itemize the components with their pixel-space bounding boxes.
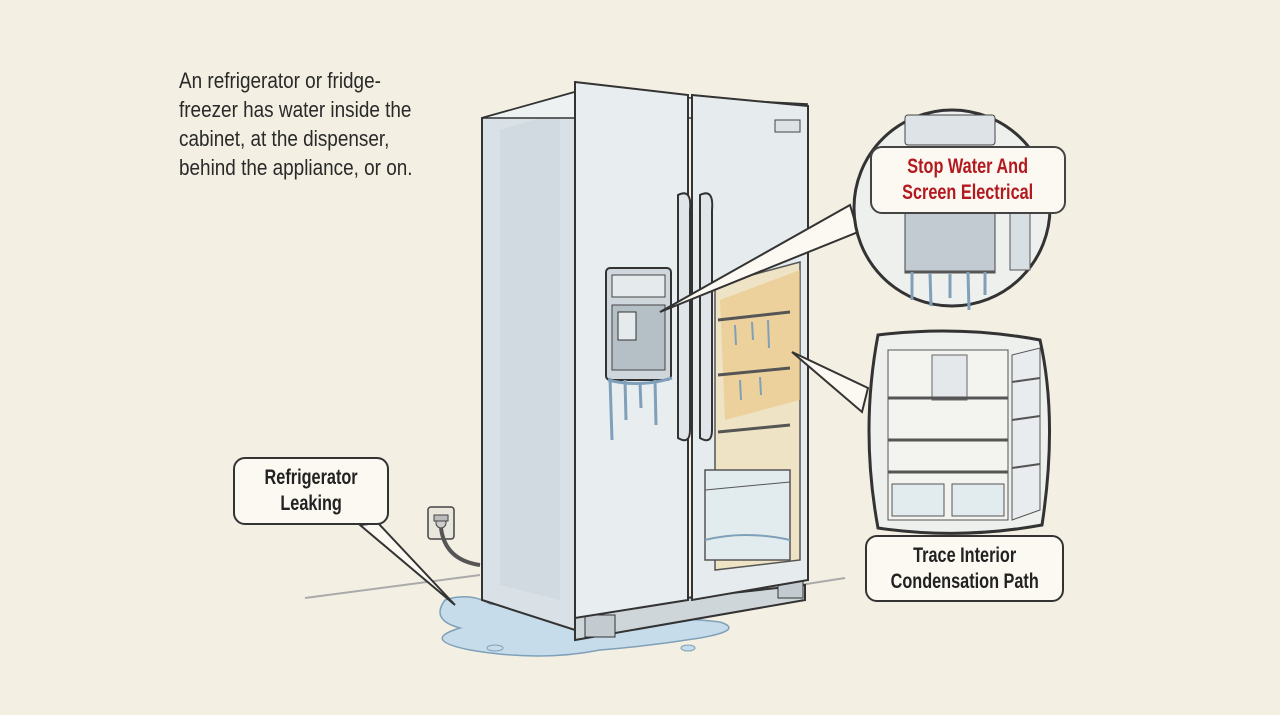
fridge-interior — [704, 261, 801, 571]
trace-label-line1: Trace Interior — [912, 543, 1017, 567]
leak-label-line1: Refrigerator — [264, 466, 358, 489]
label-refrigerator-leaking: Refrigerator Leaking — [233, 457, 389, 525]
floor-line — [304, 574, 846, 599]
leak-label-line2: Leaking — [280, 492, 342, 515]
stop-label-line1: Stop Water And — [907, 155, 1029, 178]
intro-text: An refrigerator or fridge-freezer has wa… — [179, 68, 413, 180]
detail-interior — [867, 329, 1051, 535]
water-supply-valve — [427, 506, 481, 567]
pointer-interior — [791, 351, 870, 414]
door-handles — [677, 192, 714, 442]
trace-label-line2: Condensation Path — [890, 569, 1039, 593]
label-stop-water: Stop Water And Screen Electrical — [870, 146, 1066, 214]
water-dispenser — [605, 267, 673, 441]
label-trace-condensation: Trace Interior Condensation Path — [865, 535, 1064, 602]
stop-label-line2: Screen Electrical — [902, 181, 1034, 204]
